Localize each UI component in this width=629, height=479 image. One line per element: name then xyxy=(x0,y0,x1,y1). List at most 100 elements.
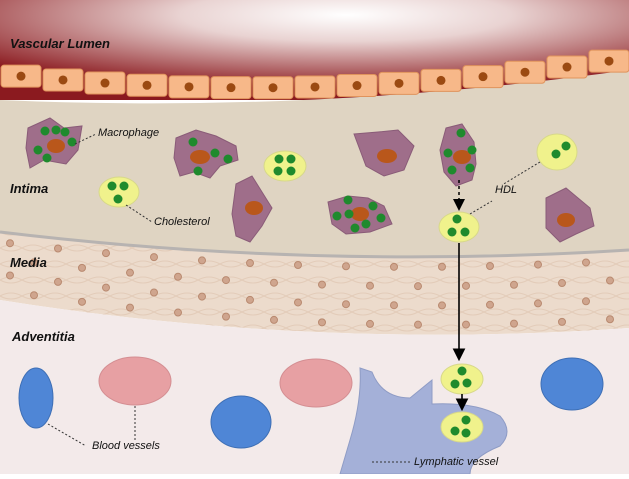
smooth-muscle-nucleus xyxy=(558,317,566,326)
smooth-muscle-nucleus xyxy=(126,268,134,277)
smooth-muscle-nucleus xyxy=(438,301,446,310)
hdl-particle xyxy=(438,211,480,243)
smooth-muscle-nucleus xyxy=(150,288,158,297)
endothelial-nucleus xyxy=(268,83,278,93)
smooth-muscle-nucleus xyxy=(534,260,542,269)
smooth-muscle-nucleus xyxy=(414,320,422,329)
media-border-top xyxy=(0,230,629,259)
smooth-muscle-nucleus xyxy=(558,279,566,288)
leader-hdl xyxy=(501,161,541,186)
smooth-muscle-nucleus xyxy=(222,312,230,321)
endothelial-nucleus xyxy=(562,62,572,72)
smooth-muscle-nucleus xyxy=(78,263,86,272)
endothelial-nucleus xyxy=(394,78,404,88)
smooth-muscle-nucleus xyxy=(414,282,422,291)
endothelial-nucleus xyxy=(100,78,110,88)
label-cholesterol: Cholesterol xyxy=(154,216,210,228)
endothelial-nucleus xyxy=(16,71,26,81)
layer-label-media: Media xyxy=(10,255,47,270)
smooth-muscle-nucleus xyxy=(582,297,590,306)
intima-layer xyxy=(0,70,629,257)
leader-cholesterol xyxy=(125,204,153,223)
smooth-muscle-nucleus xyxy=(30,291,38,300)
smooth-muscle-nucleus xyxy=(510,280,518,289)
smooth-muscle-nucleus xyxy=(318,318,326,327)
smooth-muscle-nucleus xyxy=(30,258,38,267)
endothelium xyxy=(0,49,629,100)
smooth-muscle-nucleus xyxy=(150,253,158,262)
macrophage-cell xyxy=(545,187,595,243)
smooth-muscle-nucleus xyxy=(534,299,542,308)
macrophage-cell xyxy=(353,129,415,177)
endothelial-nucleus xyxy=(226,83,236,93)
label-blood-vessels: Blood vessels xyxy=(92,440,160,452)
smooth-muscle-nucleus xyxy=(270,315,278,324)
blood-vessel-vein xyxy=(210,395,272,449)
endothelial-nucleus xyxy=(604,56,614,66)
smooth-muscle-nucleus xyxy=(102,283,110,292)
smooth-muscle-nucleus xyxy=(246,259,254,268)
label-hdl: HDL xyxy=(495,184,518,196)
leader-blood-vessels xyxy=(47,423,87,447)
smooth-muscle-nucleus xyxy=(174,272,182,281)
macrophage-cell xyxy=(231,175,273,243)
layer-label-lumen: Vascular Lumen xyxy=(10,36,110,51)
endothelial-nucleus xyxy=(142,80,152,90)
smooth-muscle-nucleus xyxy=(54,244,62,253)
label-macrophage: Macrophage xyxy=(98,127,160,139)
media-nuclei xyxy=(6,239,614,329)
smooth-muscle-nucleus xyxy=(342,300,350,309)
smooth-muscle-nucleus xyxy=(366,281,374,290)
smooth-muscle-nucleus xyxy=(6,271,14,280)
smooth-muscle-nucleus xyxy=(6,239,14,248)
macrophage-cell xyxy=(327,195,393,235)
blood-vessel-vein xyxy=(18,367,54,429)
endothelial-nucleus xyxy=(436,75,446,85)
smooth-muscle-nucleus xyxy=(198,292,206,301)
layer-label-adventitia: Adventitia xyxy=(12,329,75,344)
smooth-muscle-nucleus xyxy=(54,277,62,286)
endothelial-nucleus xyxy=(58,75,68,85)
smooth-muscle-nucleus xyxy=(342,262,350,271)
smooth-muscle-nucleus xyxy=(606,315,614,324)
hdl-particle xyxy=(440,363,484,395)
macrophage-cell xyxy=(25,117,83,169)
smooth-muscle-nucleus xyxy=(222,276,230,285)
endothelial-nucleus xyxy=(352,81,362,91)
macrophage-cell xyxy=(439,123,477,187)
endothelial-nucleus xyxy=(478,72,488,82)
smooth-muscle-nucleus xyxy=(606,276,614,285)
smooth-muscle-nucleus xyxy=(126,303,134,312)
smooth-muscle-nucleus xyxy=(174,308,182,317)
smooth-muscle-nucleus xyxy=(582,258,590,267)
smooth-muscle-nucleus xyxy=(294,260,302,269)
smooth-muscle-nucleus xyxy=(462,320,470,329)
smooth-muscle-nucleus xyxy=(438,262,446,271)
smooth-muscle-nucleus xyxy=(462,281,470,290)
smooth-muscle-nucleus xyxy=(366,319,374,328)
smooth-muscle-nucleus xyxy=(198,256,206,265)
smooth-muscle-nucleus xyxy=(246,295,254,304)
smooth-muscle-nucleus xyxy=(510,319,518,328)
smooth-muscle-nucleus xyxy=(390,301,398,310)
lymphatic-vessel xyxy=(339,367,508,475)
smooth-muscle-nucleus xyxy=(390,262,398,271)
hdl-particle xyxy=(98,176,140,208)
endothelial-nucleus xyxy=(520,67,530,77)
hdl-particle xyxy=(440,411,484,443)
leader-hdl xyxy=(469,200,493,215)
smooth-muscle-nucleus xyxy=(486,262,494,271)
blood-vessel-artery xyxy=(279,358,353,408)
macrophage-cell xyxy=(173,129,239,179)
smooth-muscle-nucleus xyxy=(270,278,278,287)
hdl-particle xyxy=(536,133,578,171)
hdl-particle xyxy=(263,150,307,182)
label-lymphatic-vessel: Lymphatic vessel xyxy=(414,456,499,468)
smooth-muscle-nucleus xyxy=(486,300,494,309)
endothelial-nucleus xyxy=(310,82,320,92)
smooth-muscle-nucleus xyxy=(318,280,326,289)
smooth-muscle-nucleus xyxy=(102,249,110,258)
layer-label-intima: Intima xyxy=(10,181,49,196)
